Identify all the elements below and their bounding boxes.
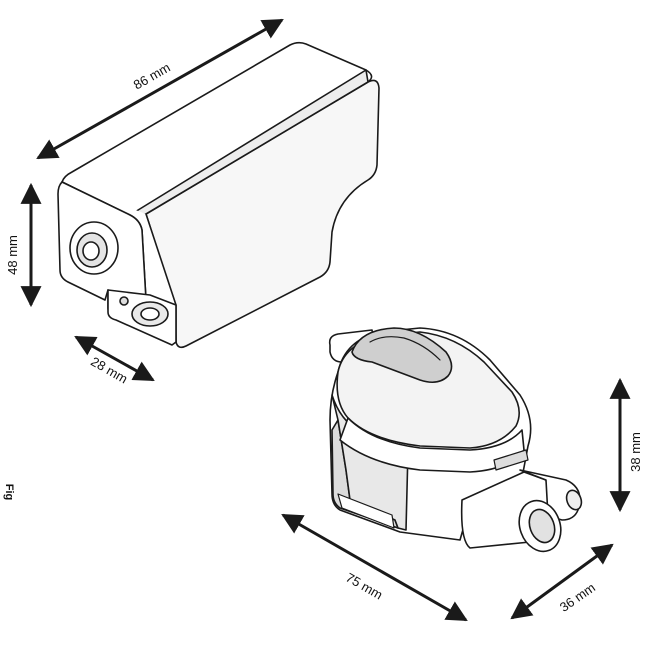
upper-unit-side-face — [145, 79, 380, 349]
lower-unit-cap-highlight — [369, 336, 441, 361]
lower-unit-cap — [351, 327, 453, 384]
dimension-lines — [20, 18, 631, 622]
label-upper-height: 48 mm — [5, 235, 20, 275]
dim-arrow-upper-length — [36, 18, 284, 160]
dim-arrow-lower-length — [281, 513, 468, 622]
label-upper-depth: 28 mm — [88, 354, 130, 387]
upper-unit-inlet-hole — [140, 307, 160, 321]
lower-unit-arm-end — [565, 489, 583, 511]
upper-unit-screw — [119, 296, 129, 306]
dim-arrow-upper-depth — [74, 335, 155, 382]
label-lower-depth: 36 mm — [557, 580, 598, 615]
edge-label: Fig — [3, 484, 15, 501]
label-upper-length: 86 mm — [131, 60, 173, 93]
dim-arrow-lower-depth — [510, 543, 614, 620]
label-lower-height: 38 mm — [628, 432, 643, 472]
label-lower-length: 75 mm — [343, 570, 385, 603]
lower-unit-outlet-bore — [528, 508, 556, 544]
lower-unit-clip — [493, 449, 529, 471]
upper-unit — [57, 41, 380, 349]
upper-unit-port-inner — [82, 241, 100, 261]
lower-unit — [328, 327, 583, 553]
